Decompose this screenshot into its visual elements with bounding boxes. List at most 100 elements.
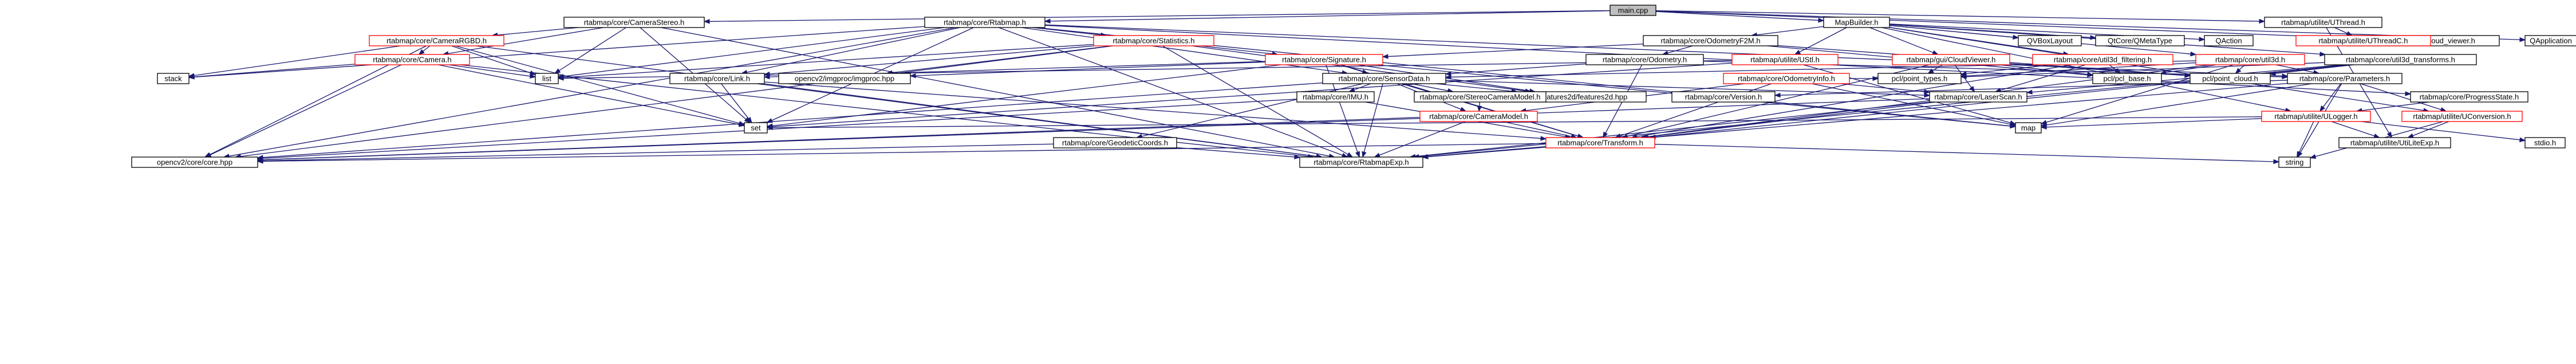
node-progress[interactable]: rtabmap/core/ProgressState.h [2410, 91, 2528, 103]
node-box[interactable] [1414, 91, 1547, 103]
node-box[interactable] [1877, 73, 1962, 84]
node-box[interactable] [2287, 73, 2403, 84]
node-camstereo[interactable]: rtabmap/core/CameraStereo.h [563, 17, 705, 28]
node-odomf2m[interactable]: rtabmap/core/OdometryF2M.h [1643, 35, 1778, 46]
node-rtabmaph[interactable]: rtabmap/core/Rtabmap.h [924, 17, 1046, 28]
node-stdioh[interactable]: stdio.h [2524, 137, 2566, 148]
node-camera[interactable]: rtabmap/core/Camera.h [354, 54, 470, 65]
node-uconversion[interactable]: rtabmap/utilite/UConversion.h [2401, 111, 2523, 122]
node-box[interactable] [669, 73, 765, 84]
node-util3dfilt[interactable]: rtabmap/core/util3d_filtering.h [2032, 54, 2173, 65]
node-link[interactable]: rtabmap/core/Link.h [669, 73, 765, 84]
node-box[interactable] [1053, 137, 1177, 148]
node-qmeta[interactable]: QtCore/QMetaType [2095, 35, 2185, 46]
node-box[interactable] [1299, 156, 1423, 168]
node-box[interactable] [1265, 54, 1383, 65]
node-label: rtabmap/utilite/UThread.h [2281, 18, 2365, 27]
node-version[interactable]: rtabmap/core/Version.h [1671, 91, 1776, 103]
node-string[interactable]: string [2278, 156, 2311, 168]
node-geodetic[interactable]: rtabmap/core/GeodeticCoords.h [1053, 137, 1177, 148]
node-odometry[interactable]: rtabmap/core/Odometry.h [1585, 54, 1704, 65]
node-box[interactable] [1823, 17, 1890, 28]
node-box[interactable] [2095, 35, 2185, 46]
node-stack[interactable]: stack [157, 73, 190, 84]
node-main[interactable]: main.cpp [1609, 5, 1656, 16]
node-signature[interactable]: rtabmap/core/Signature.h [1265, 54, 1383, 65]
node-map[interactable]: map [2015, 122, 2042, 134]
node-box[interactable] [1892, 54, 2010, 65]
node-camrgbd[interactable]: rtabmap/core/CameraRGBD.h [369, 35, 504, 46]
node-ulogger[interactable]: rtabmap/utilite/ULogger.h [2261, 111, 2371, 122]
node-ulitesexp[interactable]: rtabmap/utilite/UtiLiteExp.h [2338, 137, 2451, 148]
node-box[interactable] [1671, 91, 1776, 103]
node-cvcore[interactable]: opencv2/core/core.hpp [131, 156, 258, 168]
node-box[interactable] [1731, 54, 1839, 65]
node-box[interactable] [2278, 156, 2311, 168]
node-pcltypes[interactable]: pcl/point_types.h [1877, 73, 1962, 84]
node-box[interactable] [2032, 54, 2173, 65]
node-box[interactable] [1322, 73, 1446, 84]
node-mapbuilder[interactable]: MapBuilder.h [1823, 17, 1890, 28]
node-uthread[interactable]: rtabmap/utilite/UThread.h [2264, 17, 2382, 28]
edge-link-to-rtabmapexp [756, 83, 1323, 159]
node-box[interactable] [1723, 73, 1850, 84]
node-box[interactable] [2338, 137, 2451, 148]
node-statistics[interactable]: rtabmap/core/Statistics.h [1093, 35, 1214, 46]
node-imgproc[interactable]: opencv2/imgproc/imgproc.hpp [778, 73, 911, 84]
node-imu[interactable]: rtabmap/core/IMU.h [1296, 91, 1375, 103]
node-odominfo[interactable]: rtabmap/core/OdometryInfo.h [1723, 73, 1850, 84]
node-cameramodel[interactable]: rtabmap/core/CameraModel.h [1419, 111, 1538, 122]
node-box[interactable] [2092, 73, 2162, 84]
node-list[interactable]: list [535, 73, 559, 84]
node-rtabmapexp[interactable]: rtabmap/core/RtabmapExp.h [1299, 156, 1423, 168]
node-parameters[interactable]: rtabmap/core/Parameters.h [2287, 73, 2403, 84]
node-util3dtrans[interactable]: rtabmap/core/util3d_transforms.h [2324, 54, 2477, 65]
node-box[interactable] [1419, 111, 1538, 122]
node-box[interactable] [2295, 35, 2431, 46]
node-box[interactable] [2524, 35, 2576, 46]
node-label: rtabmap/core/util3d_filtering.h [2054, 56, 2152, 64]
node-box[interactable] [2190, 73, 2271, 84]
node-box[interactable] [535, 73, 559, 84]
node-box[interactable] [2410, 91, 2528, 103]
node-set[interactable]: set [744, 122, 768, 134]
node-box[interactable] [563, 17, 705, 28]
node-box[interactable] [2524, 137, 2566, 148]
node-box[interactable] [924, 17, 1046, 28]
node-box[interactable] [157, 73, 190, 84]
node-sensordata[interactable]: rtabmap/core/SensorData.h [1322, 73, 1446, 84]
node-pclbase[interactable]: pcl/pcl_base.h [2092, 73, 2162, 84]
node-box[interactable] [2195, 54, 2305, 65]
node-box[interactable] [2018, 35, 2082, 46]
node-box[interactable] [354, 54, 470, 65]
node-box[interactable] [1585, 54, 1704, 65]
node-box[interactable] [1609, 5, 1656, 16]
node-box[interactable] [1545, 137, 1655, 148]
node-box[interactable] [131, 156, 258, 168]
node-box[interactable] [1296, 91, 1375, 103]
node-pclcloud[interactable]: pcl/point_cloud.h [2190, 73, 2271, 84]
node-box[interactable] [2324, 54, 2477, 65]
node-uthreadc[interactable]: rtabmap/utilite/UThreadC.h [2295, 35, 2431, 46]
node-box[interactable] [2264, 17, 2382, 28]
node-stereocam[interactable]: rtabmap/core/StereoCameraModel.h [1414, 91, 1547, 103]
node-util3d[interactable]: rtabmap/core/util3d.h [2195, 54, 2305, 65]
node-box[interactable] [2401, 111, 2523, 122]
node-box[interactable] [1929, 91, 2027, 103]
node-box[interactable] [2261, 111, 2371, 122]
node-qaction[interactable]: QAction [2204, 35, 2254, 46]
node-box[interactable] [778, 73, 911, 84]
node-box[interactable] [1093, 35, 1214, 46]
node-cloudviewer[interactable]: rtabmap/gui/CloudViewer.h [1892, 54, 2010, 65]
node-box[interactable] [2204, 35, 2254, 46]
node-qvbox[interactable]: QVBoxLayout [2018, 35, 2082, 46]
node-transform[interactable]: rtabmap/core/Transform.h [1545, 137, 1655, 148]
node-box[interactable] [2015, 122, 2042, 134]
node-box[interactable] [369, 35, 504, 46]
node-box[interactable] [744, 122, 768, 134]
node-qapplication[interactable]: QApplication [2524, 35, 2576, 46]
node-laserscan[interactable]: rtabmap/core/LaserScan.h [1929, 91, 2027, 103]
edge-line [438, 64, 740, 125]
node-ustl[interactable]: rtabmap/utilite/UStl.h [1731, 54, 1839, 65]
node-box[interactable] [1643, 35, 1778, 46]
